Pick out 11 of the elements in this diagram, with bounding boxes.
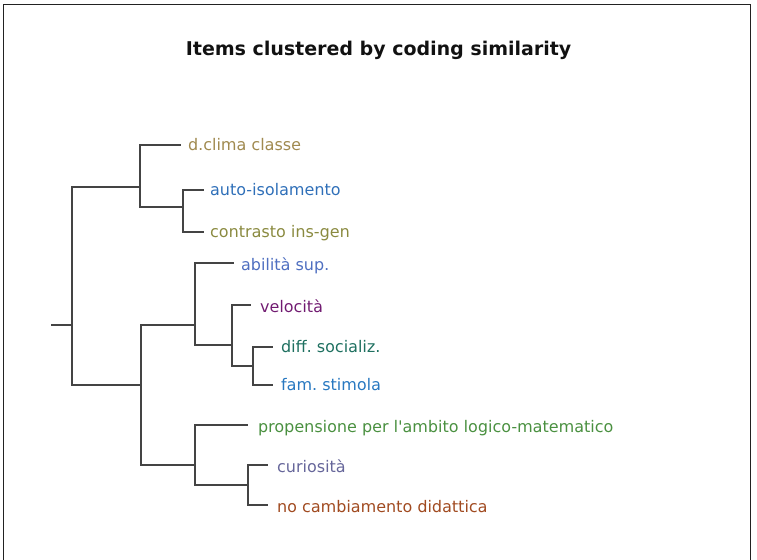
leaf-label: contrasto ins-gen: [210, 222, 350, 242]
leaf-label: d.clima classe: [188, 135, 301, 155]
title: Items clustered by coding similarity: [184, 38, 572, 60]
leaf-label: propensione per l'ambito logico-matematico: [258, 417, 614, 437]
leaf-label: diff. socializ.: [281, 337, 380, 357]
leaf-label: no cambiamento didattica: [277, 497, 488, 517]
leaf-label: fam. stimola: [281, 375, 381, 395]
leaf-label: curiosità: [277, 457, 346, 477]
leaf-label: abilità sup.: [241, 255, 330, 275]
leaf-label: auto-isolamento: [210, 180, 341, 200]
leaf-label: velocità: [260, 297, 323, 317]
